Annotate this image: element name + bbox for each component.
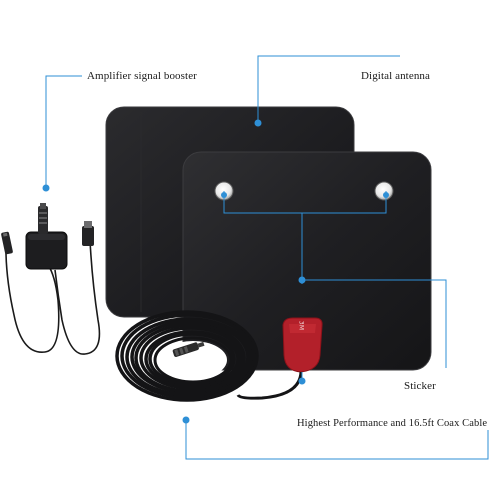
sticker-print: 3M [297, 320, 305, 331]
callout-lines [45, 55, 489, 460]
amplifier-label: Amplifier signal booster [87, 70, 197, 82]
coax-connector [172, 341, 205, 357]
cable-label: Highest Performance and 16.5ft Coax Cabl… [297, 418, 488, 429]
callout-dots [42, 119, 389, 424]
sticker-label: Sticker [404, 380, 436, 392]
digital-antenna-label: Digital antenna [361, 70, 431, 82]
coax-cable-coil [115, 310, 259, 402]
amplifier-device [1, 203, 101, 355]
mounting-hole-right [374, 181, 394, 201]
